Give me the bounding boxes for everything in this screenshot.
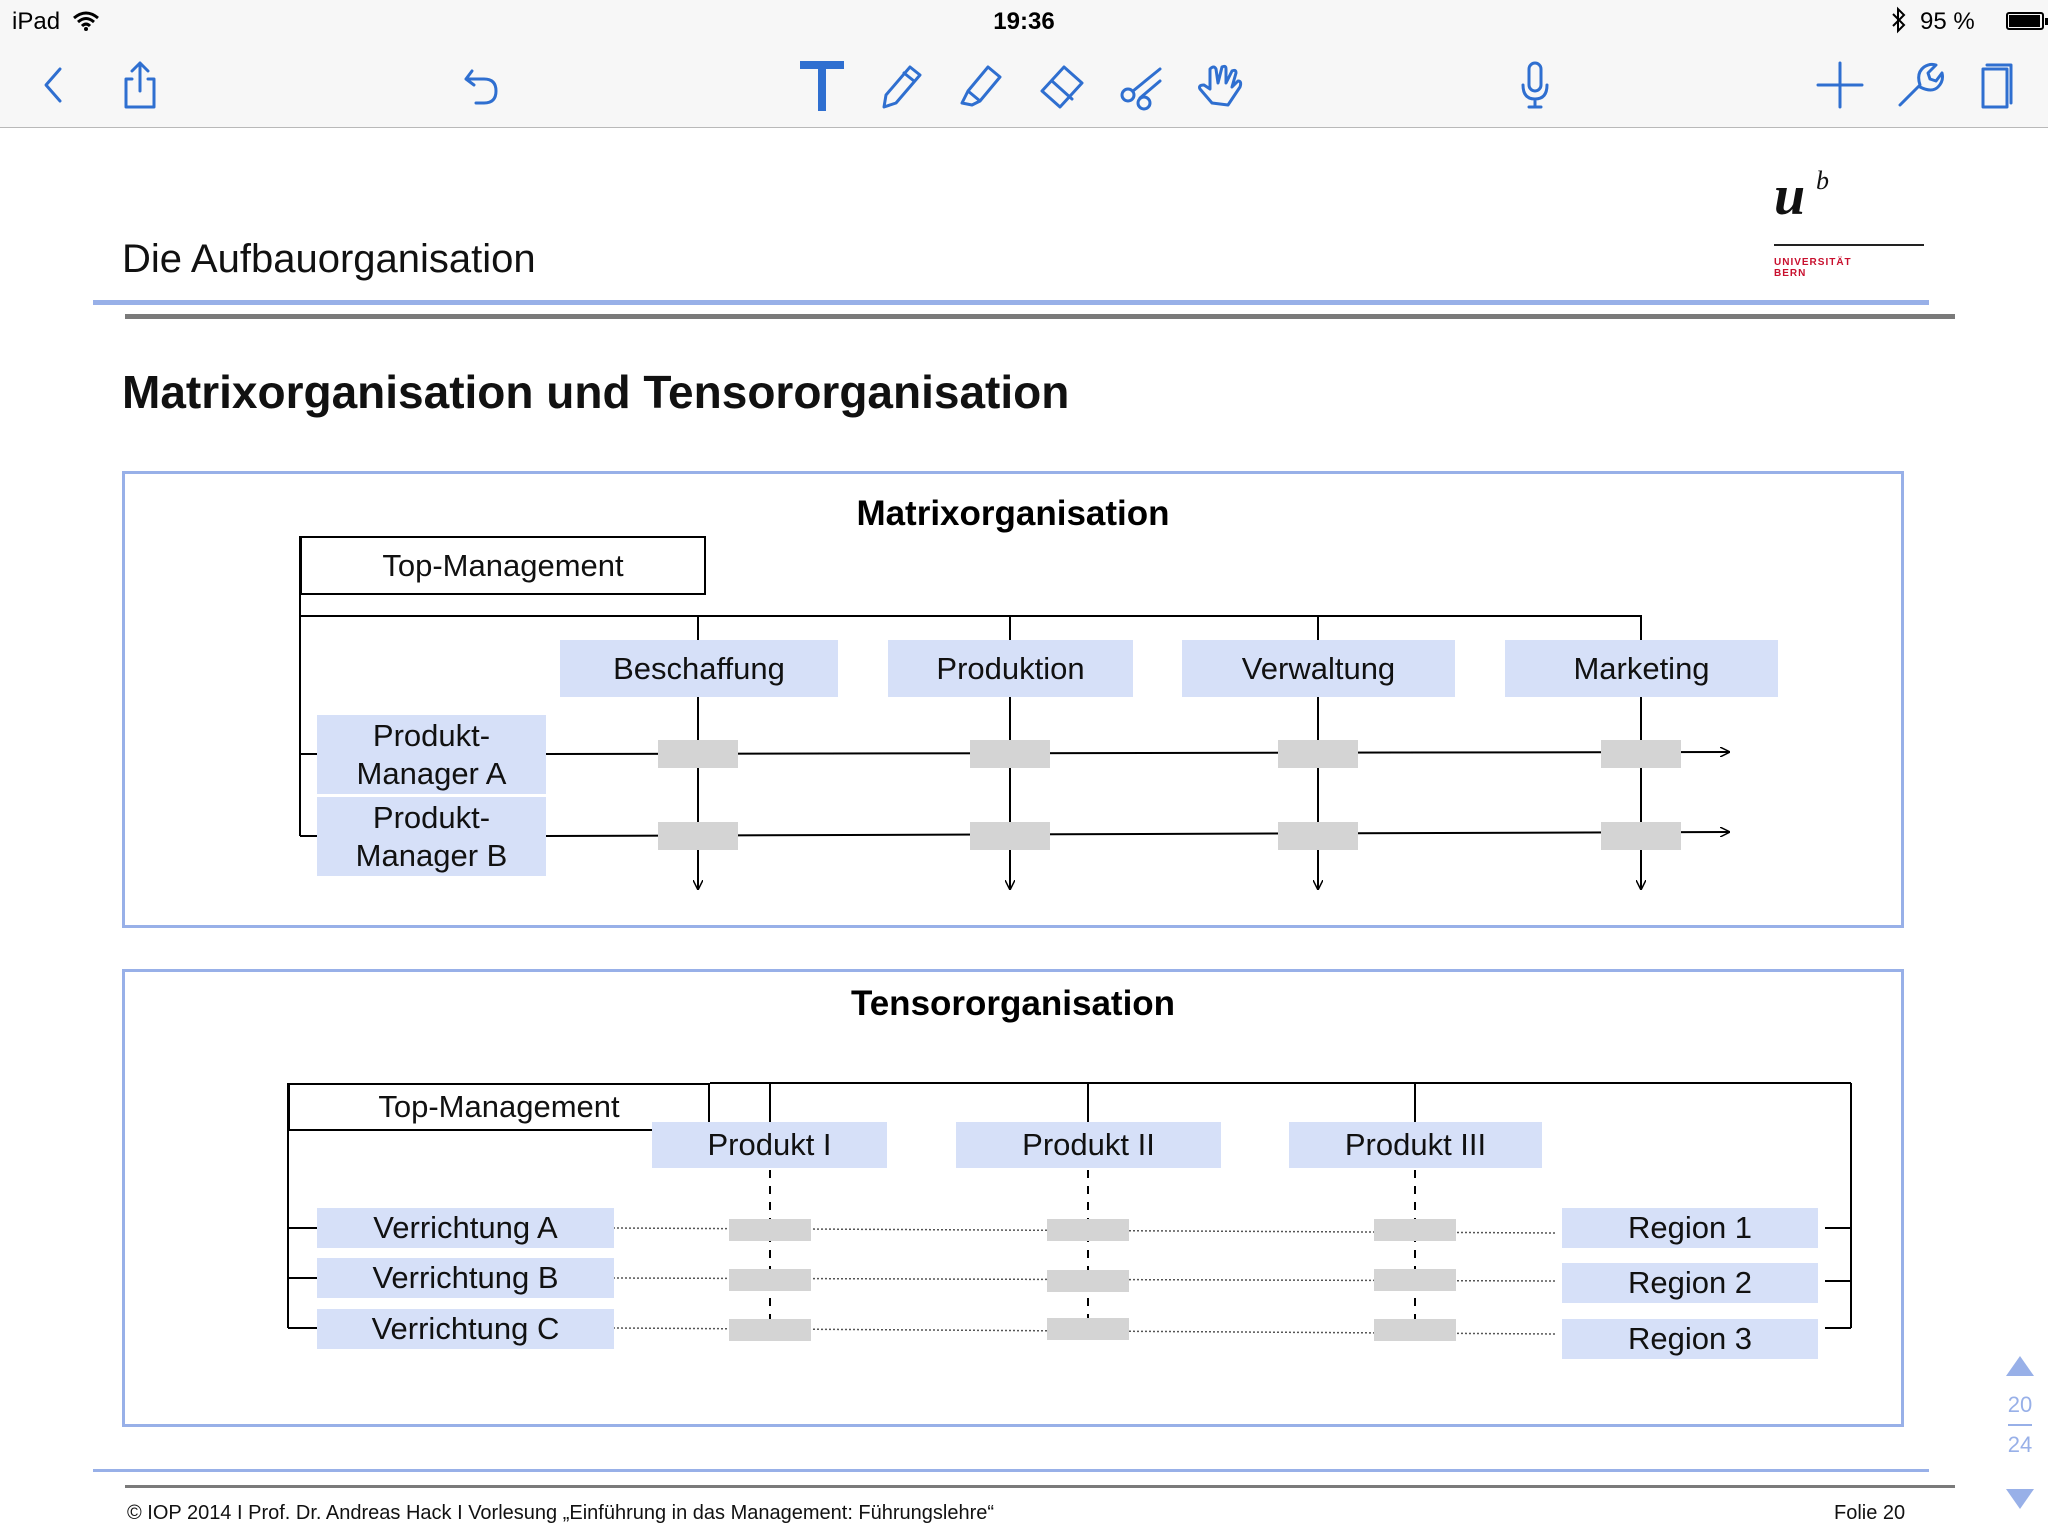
share-icon xyxy=(124,61,156,109)
title-rule-gray xyxy=(125,314,1955,319)
title-rule-blue xyxy=(93,300,1929,305)
footer-rule-blue xyxy=(93,1469,1929,1472)
current-page: 20 xyxy=(2007,1392,2033,1417)
tensor-cell xyxy=(1374,1269,1456,1291)
tensor-product-1: Produkt I xyxy=(652,1122,887,1168)
tensor-region-3: Region 3 xyxy=(1562,1319,1818,1359)
matrix-function-beschaffung: Beschaffung xyxy=(560,640,838,697)
scissors-tool-button[interactable] xyxy=(1110,42,1174,128)
bluetooth-icon xyxy=(1892,6,1906,34)
matrix-cell xyxy=(1601,822,1681,850)
matrix-top-management: Top-Management xyxy=(300,536,706,595)
matrix-cell xyxy=(970,740,1050,768)
text-tool-button[interactable] xyxy=(790,42,854,128)
pen-icon xyxy=(882,65,922,109)
logo-text-line2: BERN xyxy=(1774,268,1807,279)
hand-pointer-icon xyxy=(1198,64,1243,107)
back-chevron-icon xyxy=(44,67,62,103)
eraser-tool-button[interactable] xyxy=(1030,42,1094,128)
matrix-panel: Matrixorganisation Top-Management xyxy=(122,471,1904,928)
footer-rule-gray xyxy=(125,1485,1955,1488)
slide-subtitle: Matrixorganisation und Tensororganisatio… xyxy=(122,366,1070,418)
status-bar: iPad 19:36 95 % xyxy=(0,0,2048,42)
wifi-icon xyxy=(73,11,99,31)
previous-page-arrow-icon[interactable] xyxy=(2006,1356,2034,1376)
tensor-region-2: Region 2 xyxy=(1562,1263,1818,1303)
microphone-button[interactable] xyxy=(1503,42,1567,128)
tensor-cell xyxy=(729,1269,811,1291)
slide-title: Die Aufbauorganisation xyxy=(122,237,536,281)
page-divider xyxy=(2008,1424,2032,1426)
tensor-cell xyxy=(729,1319,811,1341)
tensor-product-2: Produkt II xyxy=(956,1122,1221,1168)
share-button[interactable] xyxy=(108,42,172,128)
slide-canvas: Die Aufbauorganisation u b UNIVERSITÄT B… xyxy=(0,129,2048,1536)
tensor-top-management: Top-Management xyxy=(288,1083,710,1131)
logo-rule xyxy=(1774,244,1924,246)
battery-percentage: 95 % xyxy=(1920,8,1975,35)
undo-button[interactable] xyxy=(450,42,514,128)
matrix-cell xyxy=(970,822,1050,850)
next-page-arrow-icon[interactable] xyxy=(2006,1489,2034,1509)
battery-icon xyxy=(2006,12,2048,30)
matrix-product-manager-b: Produkt- Manager B xyxy=(317,797,546,876)
page-navigator: 20 24 xyxy=(2000,1354,2040,1516)
matrix-function-verwaltung: Verwaltung xyxy=(1182,640,1455,697)
highlighter-tool-button[interactable] xyxy=(948,42,1012,128)
device-name: iPad xyxy=(12,8,61,35)
matrix-product-manager-a: Produkt- Manager A xyxy=(317,715,546,794)
matrix-function-produktion: Produktion xyxy=(888,640,1133,697)
matrix-cell xyxy=(1601,740,1681,768)
logo-letter-u: u xyxy=(1774,165,1806,227)
hand-tool-button[interactable] xyxy=(1188,42,1252,128)
add-button[interactable] xyxy=(1808,42,1872,128)
logo-text-line1: UNIVERSITÄT xyxy=(1774,257,1852,268)
manager-b-line2: Manager B xyxy=(355,837,508,873)
footer-copyright: © IOP 2014 I Prof. Dr. Andreas Hack I Vo… xyxy=(127,1502,995,1524)
back-button[interactable] xyxy=(22,42,86,128)
manager-b-line1: Produkt- xyxy=(372,799,491,835)
matrix-cell xyxy=(658,822,738,850)
clock: 19:36 xyxy=(993,8,1055,35)
tensor-region-1: Region 1 xyxy=(1562,1208,1818,1248)
matrix-function-marketing: Marketing xyxy=(1505,640,1778,697)
tensor-cell xyxy=(1374,1219,1456,1241)
tensor-title: Tensororganisation xyxy=(850,984,1176,1023)
manager-a-line2: Manager A xyxy=(356,755,507,791)
toolbar xyxy=(0,42,2048,128)
pages-button[interactable] xyxy=(1963,42,2027,128)
wrench-icon xyxy=(1898,62,1944,107)
tensor-cell xyxy=(729,1219,811,1241)
scissors-icon xyxy=(1120,67,1162,111)
tensor-cell xyxy=(1047,1270,1129,1292)
pen-tool-button[interactable] xyxy=(868,42,932,128)
matrix-cell xyxy=(1278,822,1358,850)
logo-letter-b: b xyxy=(1816,166,1829,195)
highlighter-icon xyxy=(960,65,1002,107)
logo-text: UNIVERSITÄT BERN xyxy=(1774,257,1852,279)
matrix-cell xyxy=(1278,740,1358,768)
tensor-cell xyxy=(1047,1219,1129,1241)
manager-a-line1: Produkt- xyxy=(372,717,491,753)
tensor-function-b: Verrichtung B xyxy=(317,1258,614,1298)
tensor-function-a: Verrichtung A xyxy=(317,1208,614,1248)
undo-icon xyxy=(464,69,498,105)
tensor-panel: Tensororganisation xyxy=(122,969,1904,1427)
pages-icon xyxy=(1981,63,2013,109)
tensor-function-c: Verrichtung C xyxy=(317,1309,614,1349)
tensor-product-3: Produkt III xyxy=(1289,1122,1542,1168)
text-tool-icon xyxy=(800,61,844,111)
microphone-icon xyxy=(1521,61,1549,109)
settings-button[interactable] xyxy=(1886,42,1950,128)
total-pages: 24 xyxy=(2007,1432,2033,1457)
add-icon xyxy=(1816,61,1864,109)
university-logo: u b UNIVERSITÄT BERN xyxy=(1772,164,1932,279)
tensor-cell xyxy=(1047,1318,1129,1340)
matrix-title: Matrixorganisation xyxy=(856,494,1170,533)
matrix-cell xyxy=(658,740,738,768)
footer-slide-number: Folie 20 xyxy=(1834,1502,1906,1524)
tensor-cell xyxy=(1374,1319,1456,1341)
eraser-icon xyxy=(1040,65,1084,109)
